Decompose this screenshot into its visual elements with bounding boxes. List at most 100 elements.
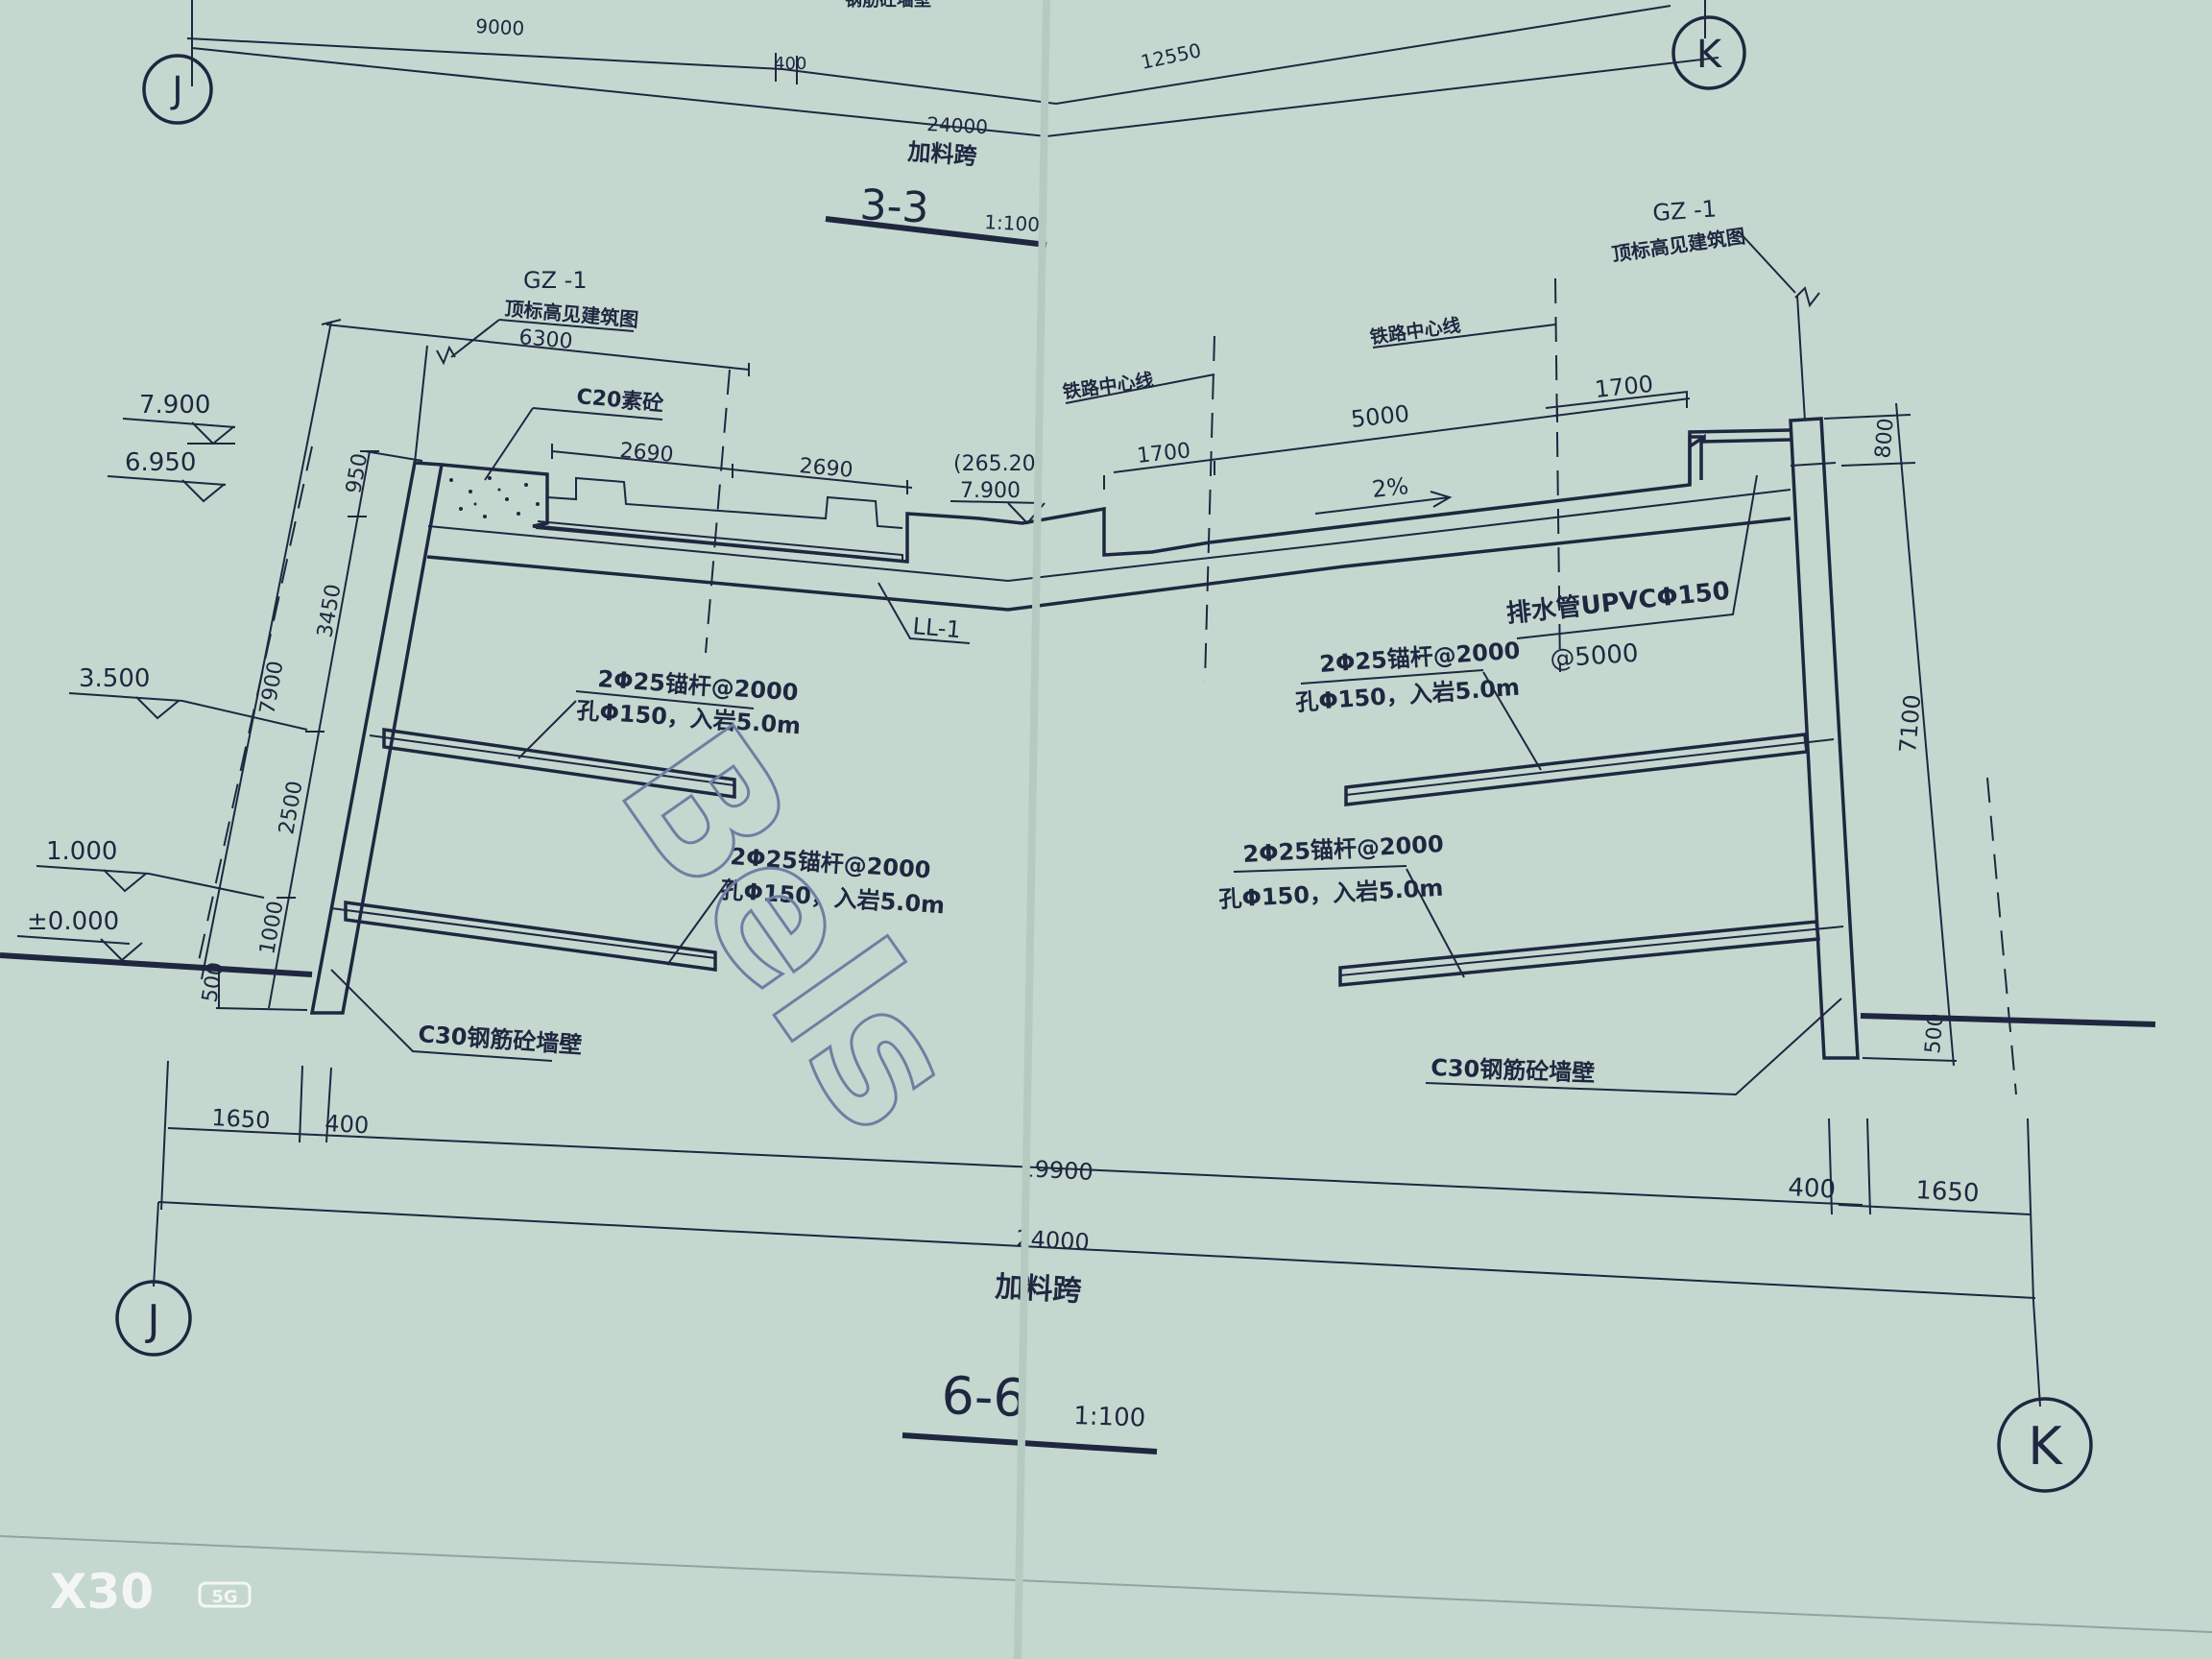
dim-1700-right-line: [1545, 391, 1689, 409]
axis-j-label: J: [145, 1296, 160, 1345]
slope-label: 2%: [1371, 472, 1410, 503]
rail-centerline-right: [1554, 277, 1561, 673]
top-dim-24000: 24000: [926, 112, 989, 138]
svg-text:3450: 3450: [313, 583, 346, 639]
svg-text:7100: 7100: [1894, 693, 1926, 754]
top-elev-mark: (265.20): [953, 452, 1044, 476]
right-wall-body: [1789, 417, 1860, 1060]
svg-text:2500: 2500: [275, 780, 307, 836]
c20-hatch: [449, 476, 540, 518]
left-vertical-dims: 950 3450 2500 1000 500 7900: [198, 319, 423, 1011]
axis-k-label: K: [2028, 1416, 2063, 1477]
rail-centerline-left: [1204, 335, 1215, 683]
camera-model: X30: [50, 1564, 154, 1620]
top-dim-400: 400: [774, 54, 806, 74]
top-title-underline: [825, 216, 1047, 248]
parapet-right: [1688, 435, 1703, 485]
top-dims: 6300 2690 2690 1700 5000 1700: [325, 324, 1691, 494]
elev-3500: 3.500: [68, 664, 308, 731]
svg-text:3.500: 3.500: [79, 664, 150, 693]
dim-line-19900: [167, 1127, 1863, 1206]
camera-net-box: [198, 1581, 252, 1608]
svg-text:950: 950: [342, 451, 373, 495]
svg-text:±0.000: ±0.000: [27, 907, 119, 936]
elev-6950: 6.950: [107, 448, 227, 503]
section-title-underline: [902, 1432, 1158, 1455]
left-wall: [309, 345, 456, 1015]
dim-400-right: 400: [1788, 1173, 1837, 1205]
bottom-span-name: 加料跨: [995, 1270, 1084, 1309]
c20-label: C20素砼: [575, 384, 664, 417]
anchor-note-right-upper: 孔Φ150，入岩5.0m: [1294, 674, 1520, 716]
svg-text:7.900: 7.900: [139, 391, 210, 420]
anchor-note-right-lower: 孔Φ150，入岩5.0m: [1218, 875, 1444, 913]
rail-bed-line: [535, 520, 903, 564]
right-wall-centerline: [1986, 777, 2017, 1095]
svg-text:1.000: 1.000: [46, 837, 117, 866]
svg-text:1000: 1000: [255, 900, 288, 956]
anchor-left-lower: [344, 900, 717, 973]
top-dim-12550: 12550: [1139, 38, 1203, 74]
rail-profile: [546, 476, 903, 529]
svg-text:500: 500: [1921, 1013, 1949, 1055]
gz-left-break: [436, 345, 456, 366]
anchor-right-upper: [1344, 733, 1809, 806]
section-title: 6-6: [941, 1365, 1027, 1429]
top-dim-line-1: [186, 5, 1671, 106]
dim-line-right-seg: [1838, 1204, 2032, 1215]
right-vertical-dims: 800 7100 500: [1823, 402, 1958, 1067]
anchor-label-right-lower: 2Φ25锚杆@2000: [1242, 830, 1444, 868]
axis-j-bubble: [115, 1280, 192, 1357]
wall-label-right: C30钢筋砼墙壁: [1431, 1054, 1596, 1087]
rail-centerline-2: 铁路中心线: [1368, 314, 1461, 349]
rail-centerline-1: 铁路中心线: [1061, 369, 1154, 403]
top-elev-value: 7.900: [960, 479, 1021, 503]
top-axis-k-bubble: [1671, 15, 1746, 90]
paper-edge: [0, 1535, 2212, 1633]
top-note: 钢筋砼墙壁: [845, 0, 931, 11]
deck: [426, 428, 1837, 612]
axis-j: J: [115, 1280, 192, 1357]
watermark: Bels: [579, 690, 1001, 1167]
drain-pipe-label: 排水管UPVCΦ150: [1505, 577, 1732, 629]
section-3-3: 9000 400 12550 24000 加料跨 钢筋砼墙壁 J K 3-3 1…: [142, 0, 1746, 248]
gz-left-stub: [414, 345, 428, 464]
dim-19900: 19900: [1020, 1155, 1094, 1186]
dim-1650-right: 1650: [1915, 1176, 1981, 1208]
anchor-label-right-upper: 2Φ25锚杆@2000: [1318, 637, 1521, 678]
dim-400-left: 400: [325, 1110, 370, 1139]
svg-text:6300: 6300: [517, 325, 573, 354]
anchor-left-upper: [382, 727, 736, 800]
gz-left-label: GZ -1: [523, 267, 588, 294]
bottom-dims: 1650 400 19900 400 1650 24000 加料跨: [153, 1060, 2041, 1407]
parapet-top: [1689, 433, 1791, 448]
right-wall: [1789, 286, 1860, 1060]
deck-top-line: [441, 428, 1791, 564]
top-axis-j-label: J: [170, 69, 182, 111]
dim-right-line: [1113, 397, 1691, 473]
svg-text:2690: 2690: [618, 439, 674, 468]
top-section-scale: 1:100: [984, 210, 1041, 236]
camera-net: 5G: [211, 1587, 237, 1607]
top-dim-9000: 9000: [475, 14, 525, 40]
elev-000: ±0.000: [16, 907, 143, 962]
anchor-right-lower: [1338, 920, 1820, 987]
svg-text:7900: 7900: [255, 660, 288, 716]
axis-k-bubble: [1997, 1397, 2093, 1493]
camera-badge: X30 5G: [50, 1564, 252, 1620]
dim-6300-line: [325, 324, 750, 371]
anchors: [330, 727, 1844, 987]
svg-text:800: 800: [1871, 418, 1899, 460]
top-span-name: 加料跨: [907, 138, 979, 170]
top-axis-k-label: K: [1696, 33, 1723, 77]
gz-right-stub: [1796, 295, 1806, 421]
svg-text:6.950: 6.950: [125, 448, 196, 477]
left-wall-centerline: [196, 445, 313, 971]
paper-fold: [1014, 0, 1050, 1659]
gz-right-label: GZ -1: [1651, 195, 1717, 227]
top-axis-j-bubble: [142, 54, 213, 125]
gz-right-break: [1794, 286, 1820, 308]
drain-pipe-stub: [1790, 462, 1837, 467]
